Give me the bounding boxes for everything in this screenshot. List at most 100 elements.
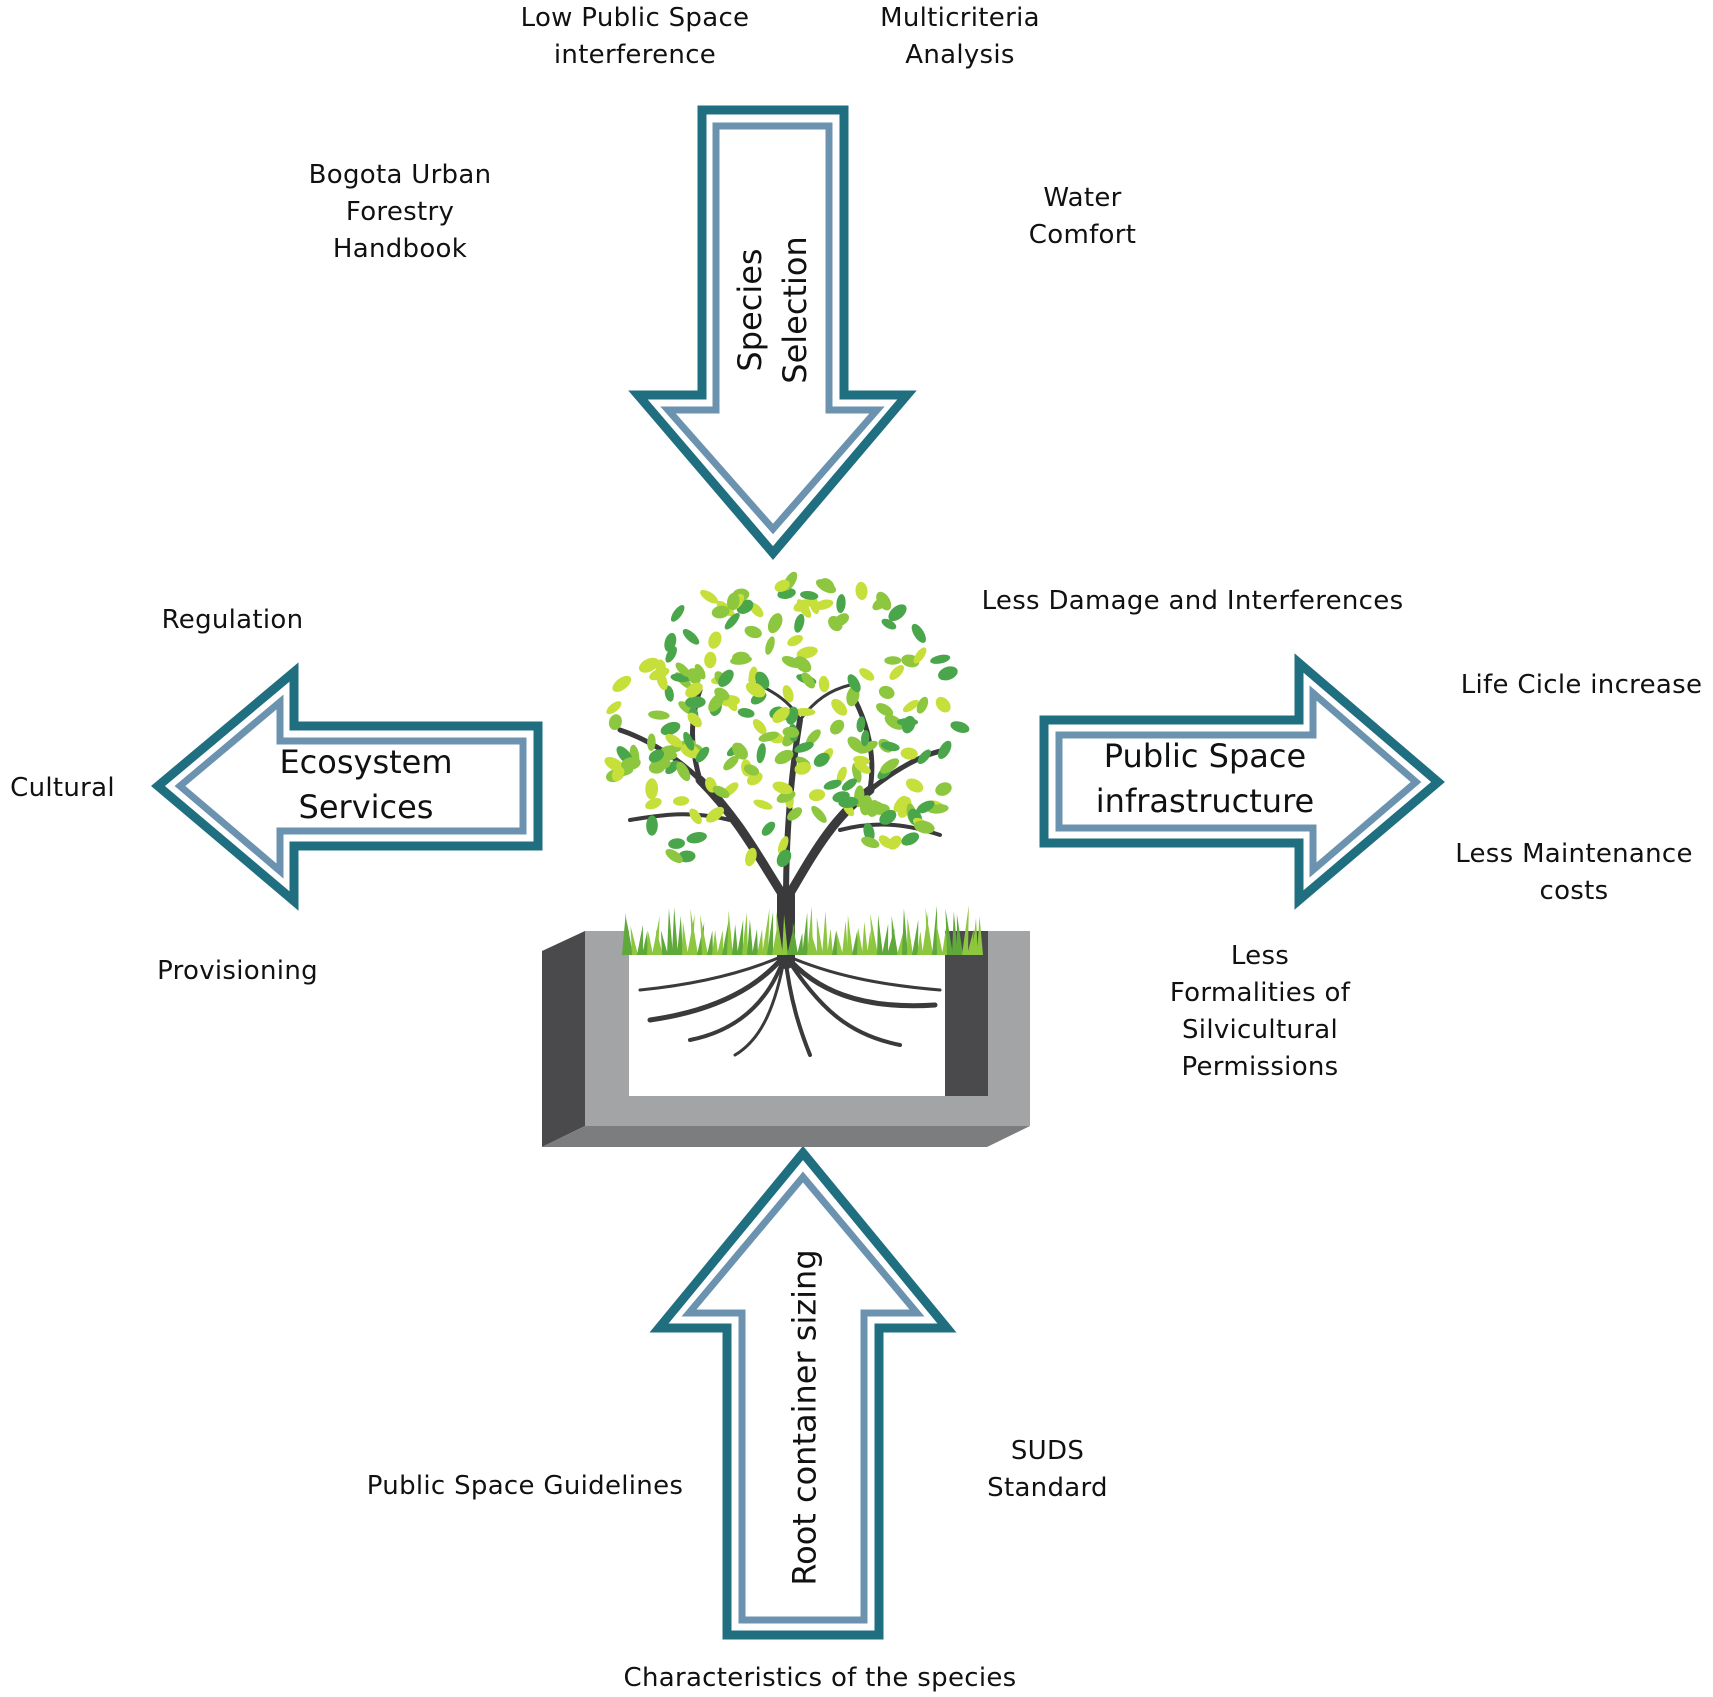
grass-blade	[672, 907, 678, 955]
leaf	[930, 654, 951, 664]
public-space-infrastructure-title: Public Space infrastructure	[1095, 737, 1315, 820]
leaf	[818, 675, 830, 693]
leaf	[664, 685, 674, 702]
grass-blade	[797, 932, 803, 955]
label-life-cicle-increase: Life Cicle increase	[1460, 670, 1703, 700]
leaf	[806, 729, 821, 746]
grass-blade	[647, 931, 653, 955]
grass-blade	[642, 930, 648, 955]
leaf	[878, 835, 893, 849]
leaf	[700, 589, 719, 604]
label-cultural: Cultural	[10, 773, 115, 803]
leaf	[828, 615, 843, 632]
label-characteristics-of-species: Characteristics of the species	[623, 1663, 1017, 1693]
leaf	[745, 682, 766, 698]
leaf	[645, 778, 659, 800]
leaf	[782, 685, 794, 703]
leaf	[884, 656, 902, 665]
leaf	[823, 779, 842, 790]
leaf	[913, 820, 935, 834]
label-less-damage: Less Damage and Interferences	[981, 586, 1404, 616]
species-selection-line-1: Species	[731, 248, 769, 372]
leaf	[746, 772, 763, 786]
grass-blade	[827, 928, 833, 955]
leaf	[668, 838, 685, 849]
leaf	[758, 731, 779, 742]
grass-blade	[762, 908, 770, 955]
leaf	[686, 832, 707, 844]
leaf	[670, 605, 685, 622]
leaf	[748, 666, 758, 686]
leaf	[776, 790, 796, 803]
tree-roots	[638, 952, 942, 1057]
leaf	[689, 808, 702, 825]
label-public-space-guidelines: Public Space Guidelines	[366, 1471, 684, 1501]
leaf	[777, 836, 789, 855]
grass-blade	[847, 915, 853, 955]
grass-blade	[655, 928, 663, 955]
leaf	[832, 791, 850, 803]
label-multicriteria-analysis: Multicriteria Analysis	[880, 3, 1040, 70]
leaf	[648, 749, 665, 763]
leaf	[853, 755, 870, 765]
grass-blade	[932, 905, 938, 955]
grass	[622, 905, 983, 955]
leaf	[782, 726, 800, 738]
leaf	[787, 634, 803, 647]
grass-blade	[700, 914, 708, 955]
grass-blade	[757, 929, 763, 955]
grass-blade	[956, 914, 963, 955]
leaf	[772, 706, 790, 724]
leaf	[685, 682, 703, 698]
grass-blade	[767, 911, 774, 955]
grass-blade	[622, 912, 628, 955]
grass-blade	[977, 916, 983, 955]
leaf	[761, 821, 776, 836]
grass-blade	[772, 925, 778, 955]
leaf	[878, 685, 895, 699]
leaf	[606, 701, 622, 715]
grass-blade	[712, 930, 718, 955]
leaf	[917, 749, 931, 765]
public-space-infrastructure-arrow	[1039, 653, 1445, 910]
grass-blade	[667, 908, 673, 955]
grass-blade	[912, 919, 919, 955]
grass-blade	[722, 917, 730, 955]
leaf	[724, 612, 740, 630]
grass-blade	[637, 924, 643, 955]
leaf	[808, 789, 826, 802]
leaf	[876, 703, 894, 717]
leaf	[800, 590, 819, 600]
leaf	[935, 696, 951, 713]
leaf	[612, 675, 632, 692]
root-container-sizing-arrow	[649, 1145, 957, 1640]
leaf	[745, 847, 757, 867]
leaf	[676, 761, 691, 782]
label-bogota-handbook: Bogota Urban Forestry Handbook	[308, 160, 492, 264]
grass-blade	[717, 929, 723, 955]
grass-blade	[737, 919, 744, 955]
grass-blade	[902, 908, 908, 955]
leaf	[884, 714, 904, 730]
leaf	[723, 755, 739, 771]
species-selection-title: Species Selection	[728, 210, 818, 410]
leaf	[861, 836, 880, 849]
grass-blade	[822, 911, 828, 955]
grass-blade	[842, 920, 848, 955]
leaf	[727, 592, 740, 611]
leaf	[880, 741, 900, 752]
leaf	[794, 613, 805, 633]
ecosystem-services-arrow	[151, 662, 543, 911]
leaf	[673, 796, 690, 806]
leaf	[711, 605, 730, 619]
leaf	[660, 721, 681, 736]
leaf	[854, 761, 871, 774]
species-selection-line-2: Selection	[776, 236, 814, 384]
leaf	[856, 716, 866, 733]
leaf	[872, 596, 889, 611]
leaf	[680, 743, 701, 759]
leaf	[743, 764, 760, 776]
grass-blade	[677, 915, 683, 955]
grass-blade	[877, 915, 883, 955]
grass-blade	[870, 913, 878, 955]
